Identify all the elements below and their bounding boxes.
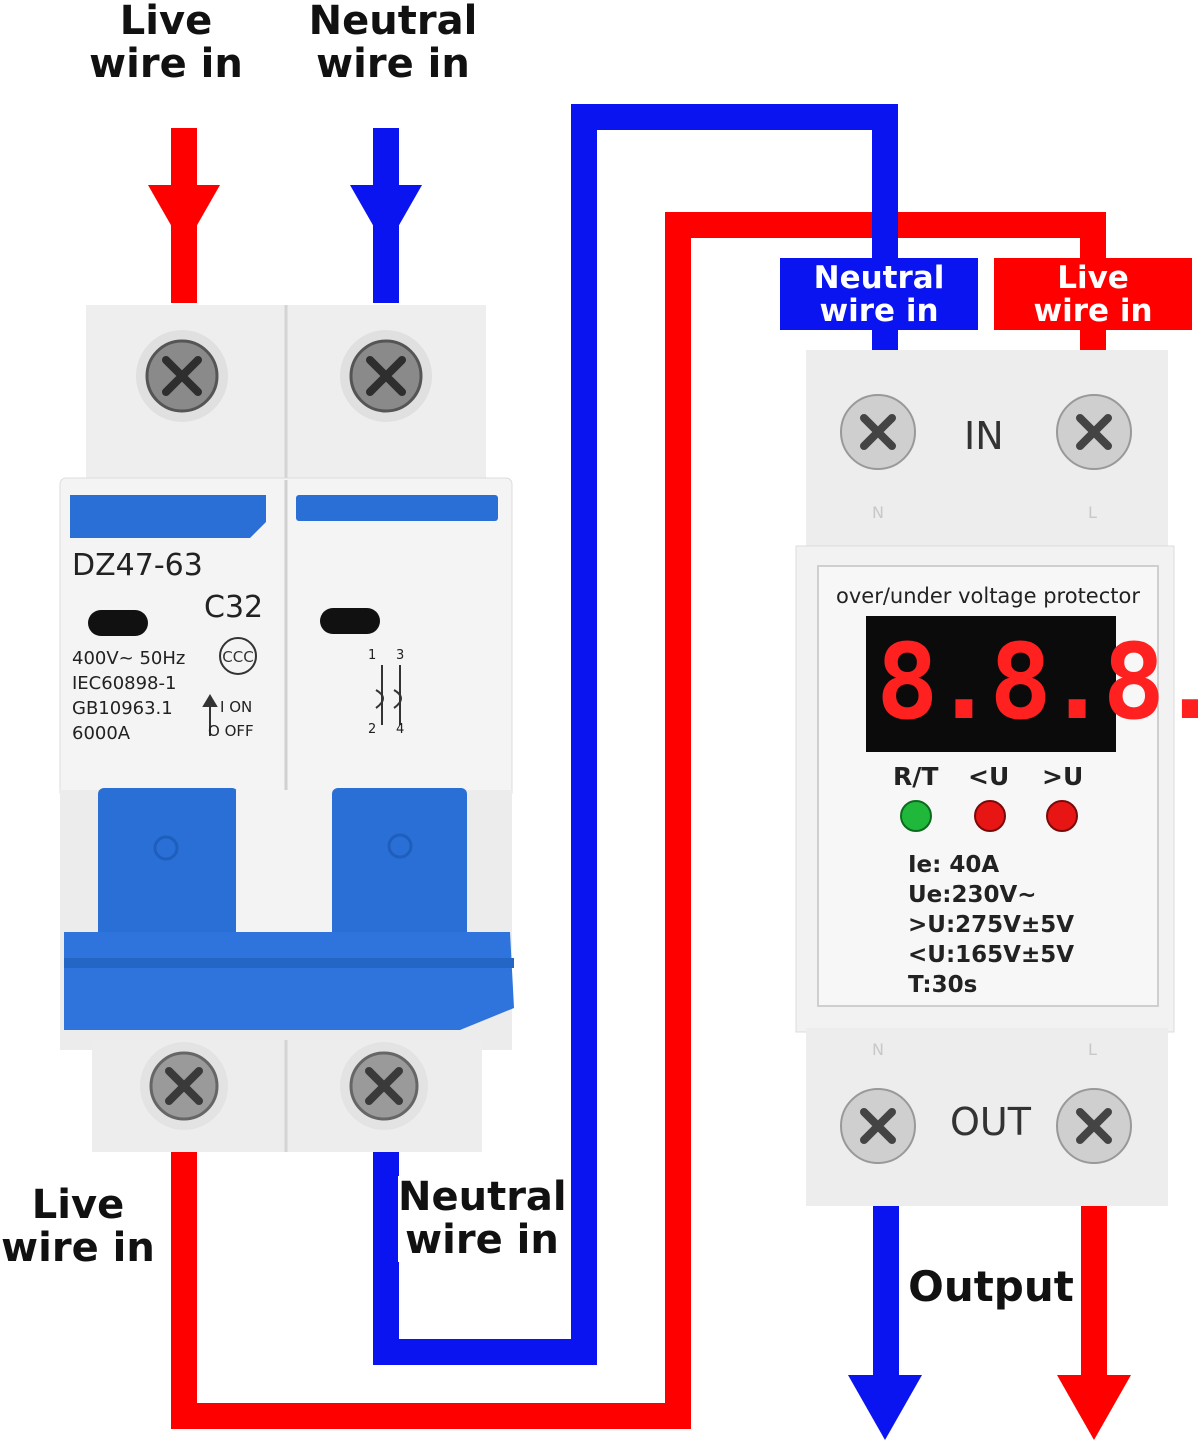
breaker-rating: C32: [204, 590, 264, 625]
breaker-spec-2: IEC60898-1: [72, 673, 177, 694]
protector-spec-delay: T:30s: [908, 972, 978, 998]
protector-title: over/under voltage protector: [836, 584, 1140, 608]
breaker-spec-4: 6000A: [72, 723, 131, 744]
voltage-display: 8.8.8.: [876, 621, 1198, 743]
breaker-model: DZ47-63: [72, 548, 203, 583]
protector-in-live-screw: [1056, 394, 1132, 470]
breaker-top-right-screw: [340, 330, 432, 422]
neutral-output-wire: [873, 1205, 899, 1385]
on-off-arrows-icon: [202, 694, 218, 736]
protector-out-neutral-screw: [840, 1088, 916, 1164]
protector-spec-over: >U:275V±5V: [908, 912, 1075, 938]
breaker-terminal-3: 3: [396, 648, 405, 663]
breaker-bottom-right-screw: [340, 1042, 428, 1130]
voltage-protector: [795, 350, 1175, 1206]
output-label: Output: [908, 1262, 1074, 1311]
live-loop-wire: [171, 212, 1106, 1429]
breaker-terminal-1: 1: [368, 648, 377, 663]
protector-in-label: IN: [964, 414, 1004, 458]
undervoltage-indicator-led: [974, 800, 1006, 832]
rt-indicator-led: [900, 800, 932, 832]
top-live-label: Live wire in: [89, 0, 243, 88]
breaker-off-label: O OFF: [208, 722, 254, 740]
protector-neutral-tag: Neutral wire in: [780, 258, 978, 330]
overvoltage-indicator-led: [1046, 800, 1078, 832]
top-neutral-label: Neutral wire in: [308, 0, 478, 88]
protector-out-l-letter: L: [1088, 1040, 1097, 1059]
breaker-terminal-4: 4: [396, 722, 405, 737]
breaker-pole-symbol: [375, 665, 402, 725]
circuit-breaker: CCC: [59, 305, 514, 1152]
live-input-arrow: [148, 185, 220, 248]
protector-spec-voltage: Ue:230V~: [908, 882, 1037, 908]
breaker-spec-1: 400V~ 50Hz: [72, 648, 186, 669]
neutral-loop-wire: [373, 104, 898, 1365]
neutral-output-arrow: [848, 1375, 922, 1440]
protector-spec-current: Ie: 40A: [908, 852, 1000, 878]
bottom-neutral-label: Neutral wire in: [398, 1174, 567, 1264]
protector-out-label: OUT: [950, 1100, 1031, 1144]
live-output-wire: [1081, 1205, 1107, 1385]
breaker-top-left-screw: [136, 330, 228, 422]
protector-in-n-letter: N: [872, 503, 884, 522]
svg-text:CCC: CCC: [222, 648, 253, 666]
bottom-live-label: Live wire in: [1, 1182, 155, 1272]
breaker-spec-3: GB10963.1: [72, 698, 173, 719]
protector-out-live-screw: [1056, 1088, 1132, 1164]
protector-in-neutral-screw: [840, 394, 916, 470]
neutral-input-arrow: [350, 185, 422, 248]
indicator-under-label: <U: [968, 762, 1010, 791]
protector-live-tag: Live wire in: [994, 258, 1192, 330]
breaker-on-label: I ON: [220, 698, 253, 716]
protector-out-n-letter: N: [872, 1040, 884, 1059]
indicator-over-label: >U: [1042, 762, 1084, 791]
protector-in-l-letter: L: [1088, 503, 1097, 522]
breaker-terminal-2: 2: [368, 722, 377, 737]
live-output-arrow: [1057, 1375, 1131, 1440]
breaker-bottom-left-screw: [140, 1042, 228, 1130]
indicator-rt-label: R/T: [893, 762, 939, 791]
protector-spec-under: <U:165V±5V: [908, 942, 1075, 968]
